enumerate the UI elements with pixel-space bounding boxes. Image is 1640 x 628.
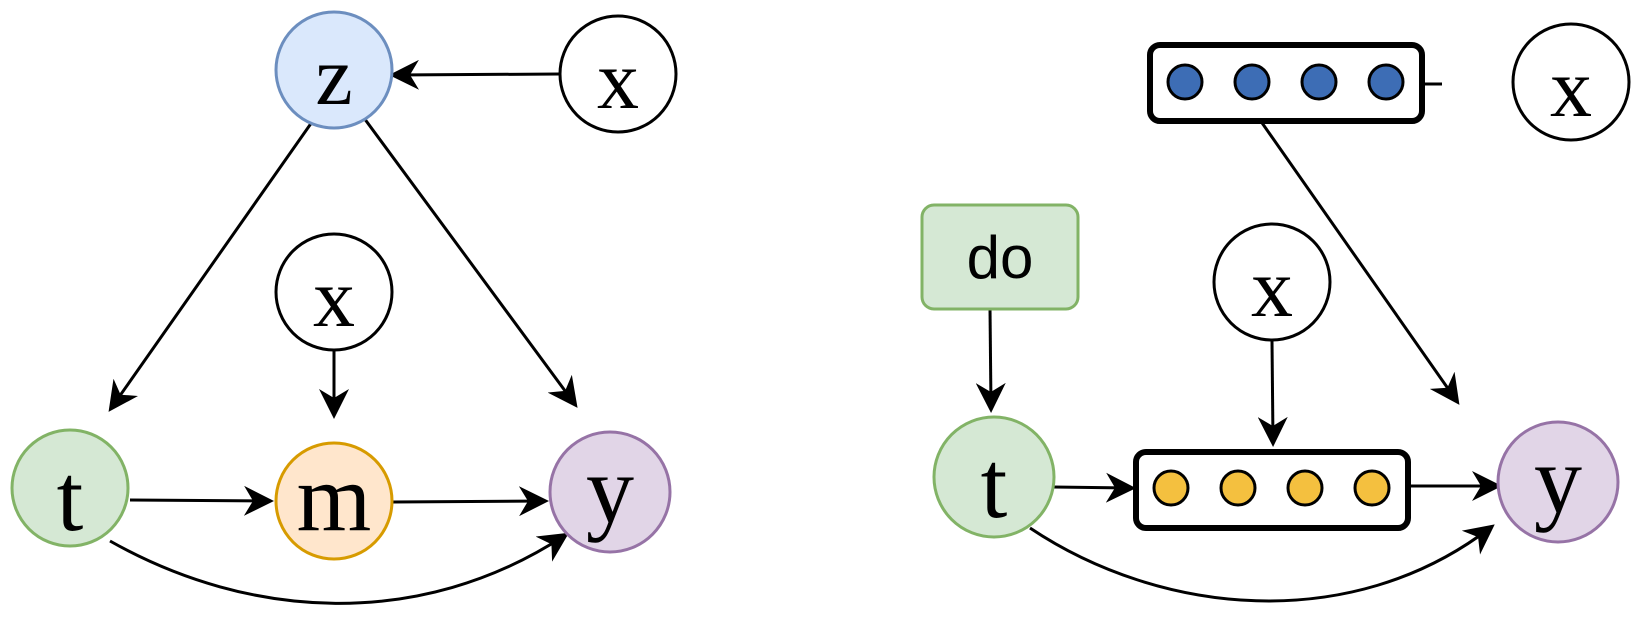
right-diagram: do x x t y bbox=[920, 22, 1631, 603]
edge-blue-vector-to-y bbox=[1258, 119, 1460, 405]
node-x-mid-circle bbox=[274, 232, 394, 352]
node-t-circle bbox=[10, 428, 130, 548]
node-x-right-mid-circle bbox=[1212, 222, 1332, 342]
node-z-label: z bbox=[315, 30, 352, 123]
yellow-vector-dot bbox=[1219, 469, 1257, 507]
node-m: m bbox=[274, 441, 394, 561]
node-y-right-label: y bbox=[1534, 426, 1582, 533]
node-y-right: y bbox=[1496, 420, 1620, 544]
left-diagram: z x x t m y bbox=[10, 10, 678, 605]
node-t-right-label: t bbox=[981, 431, 1008, 538]
node-m-label: m bbox=[297, 444, 372, 551]
blue-vector-dot bbox=[1300, 63, 1338, 101]
blue-vector bbox=[1147, 42, 1425, 124]
node-x-top: x bbox=[558, 14, 678, 134]
node-x-right-top: x bbox=[1511, 22, 1631, 142]
node-t-label: t bbox=[57, 444, 84, 551]
node-do: do bbox=[920, 203, 1080, 311]
edge-m-to-y bbox=[392, 486, 549, 517]
edge-x-to-z bbox=[389, 59, 561, 90]
node-x-top-circle bbox=[558, 14, 678, 134]
edge-z-to-t bbox=[108, 121, 314, 412]
node-x-right-top-circle bbox=[1511, 22, 1631, 142]
edge-t-to-m bbox=[129, 485, 274, 516]
blue-vector-dot bbox=[1367, 63, 1405, 101]
node-x-right-mid: x bbox=[1212, 222, 1332, 342]
yellow-vector-dot bbox=[1286, 469, 1324, 507]
node-x-right-top-label: x bbox=[1550, 42, 1592, 135]
edge-t-to-y-curve-right bbox=[1029, 524, 1495, 603]
yellow-vector-dot bbox=[1353, 469, 1391, 507]
blue-vector-box bbox=[1147, 42, 1425, 124]
node-t: t bbox=[10, 428, 130, 551]
yellow-vector-dot bbox=[1152, 469, 1190, 507]
node-x-right-mid-label: x bbox=[1251, 242, 1293, 335]
node-x-top-label: x bbox=[597, 34, 639, 127]
node-do-box bbox=[920, 203, 1080, 311]
yellow-vector bbox=[1133, 449, 1411, 531]
node-t-right: t bbox=[932, 415, 1056, 539]
node-y: y bbox=[548, 430, 672, 554]
edge-t-to-y-curve bbox=[109, 532, 570, 605]
node-m-circle bbox=[274, 441, 394, 561]
blue-vector-dot bbox=[1166, 63, 1204, 101]
node-y-circle bbox=[548, 430, 672, 554]
node-t-right-circle bbox=[932, 415, 1056, 539]
node-y-label: y bbox=[586, 436, 634, 543]
node-y-right-circle bbox=[1496, 420, 1620, 544]
node-x-mid-label: x bbox=[313, 252, 355, 345]
node-z-circle bbox=[274, 10, 394, 130]
node-z: z bbox=[274, 10, 394, 130]
blue-vector-dot bbox=[1233, 63, 1271, 101]
edge-z-to-y bbox=[362, 117, 578, 408]
edge-t-to-yellow-vector bbox=[1052, 472, 1136, 503]
node-do-label: do bbox=[967, 224, 1034, 291]
edge-x-to-yellow-vector bbox=[1257, 340, 1288, 447]
yellow-vector-box bbox=[1133, 449, 1411, 531]
edge-do-to-t bbox=[975, 307, 1006, 413]
node-x-mid: x bbox=[274, 232, 394, 352]
